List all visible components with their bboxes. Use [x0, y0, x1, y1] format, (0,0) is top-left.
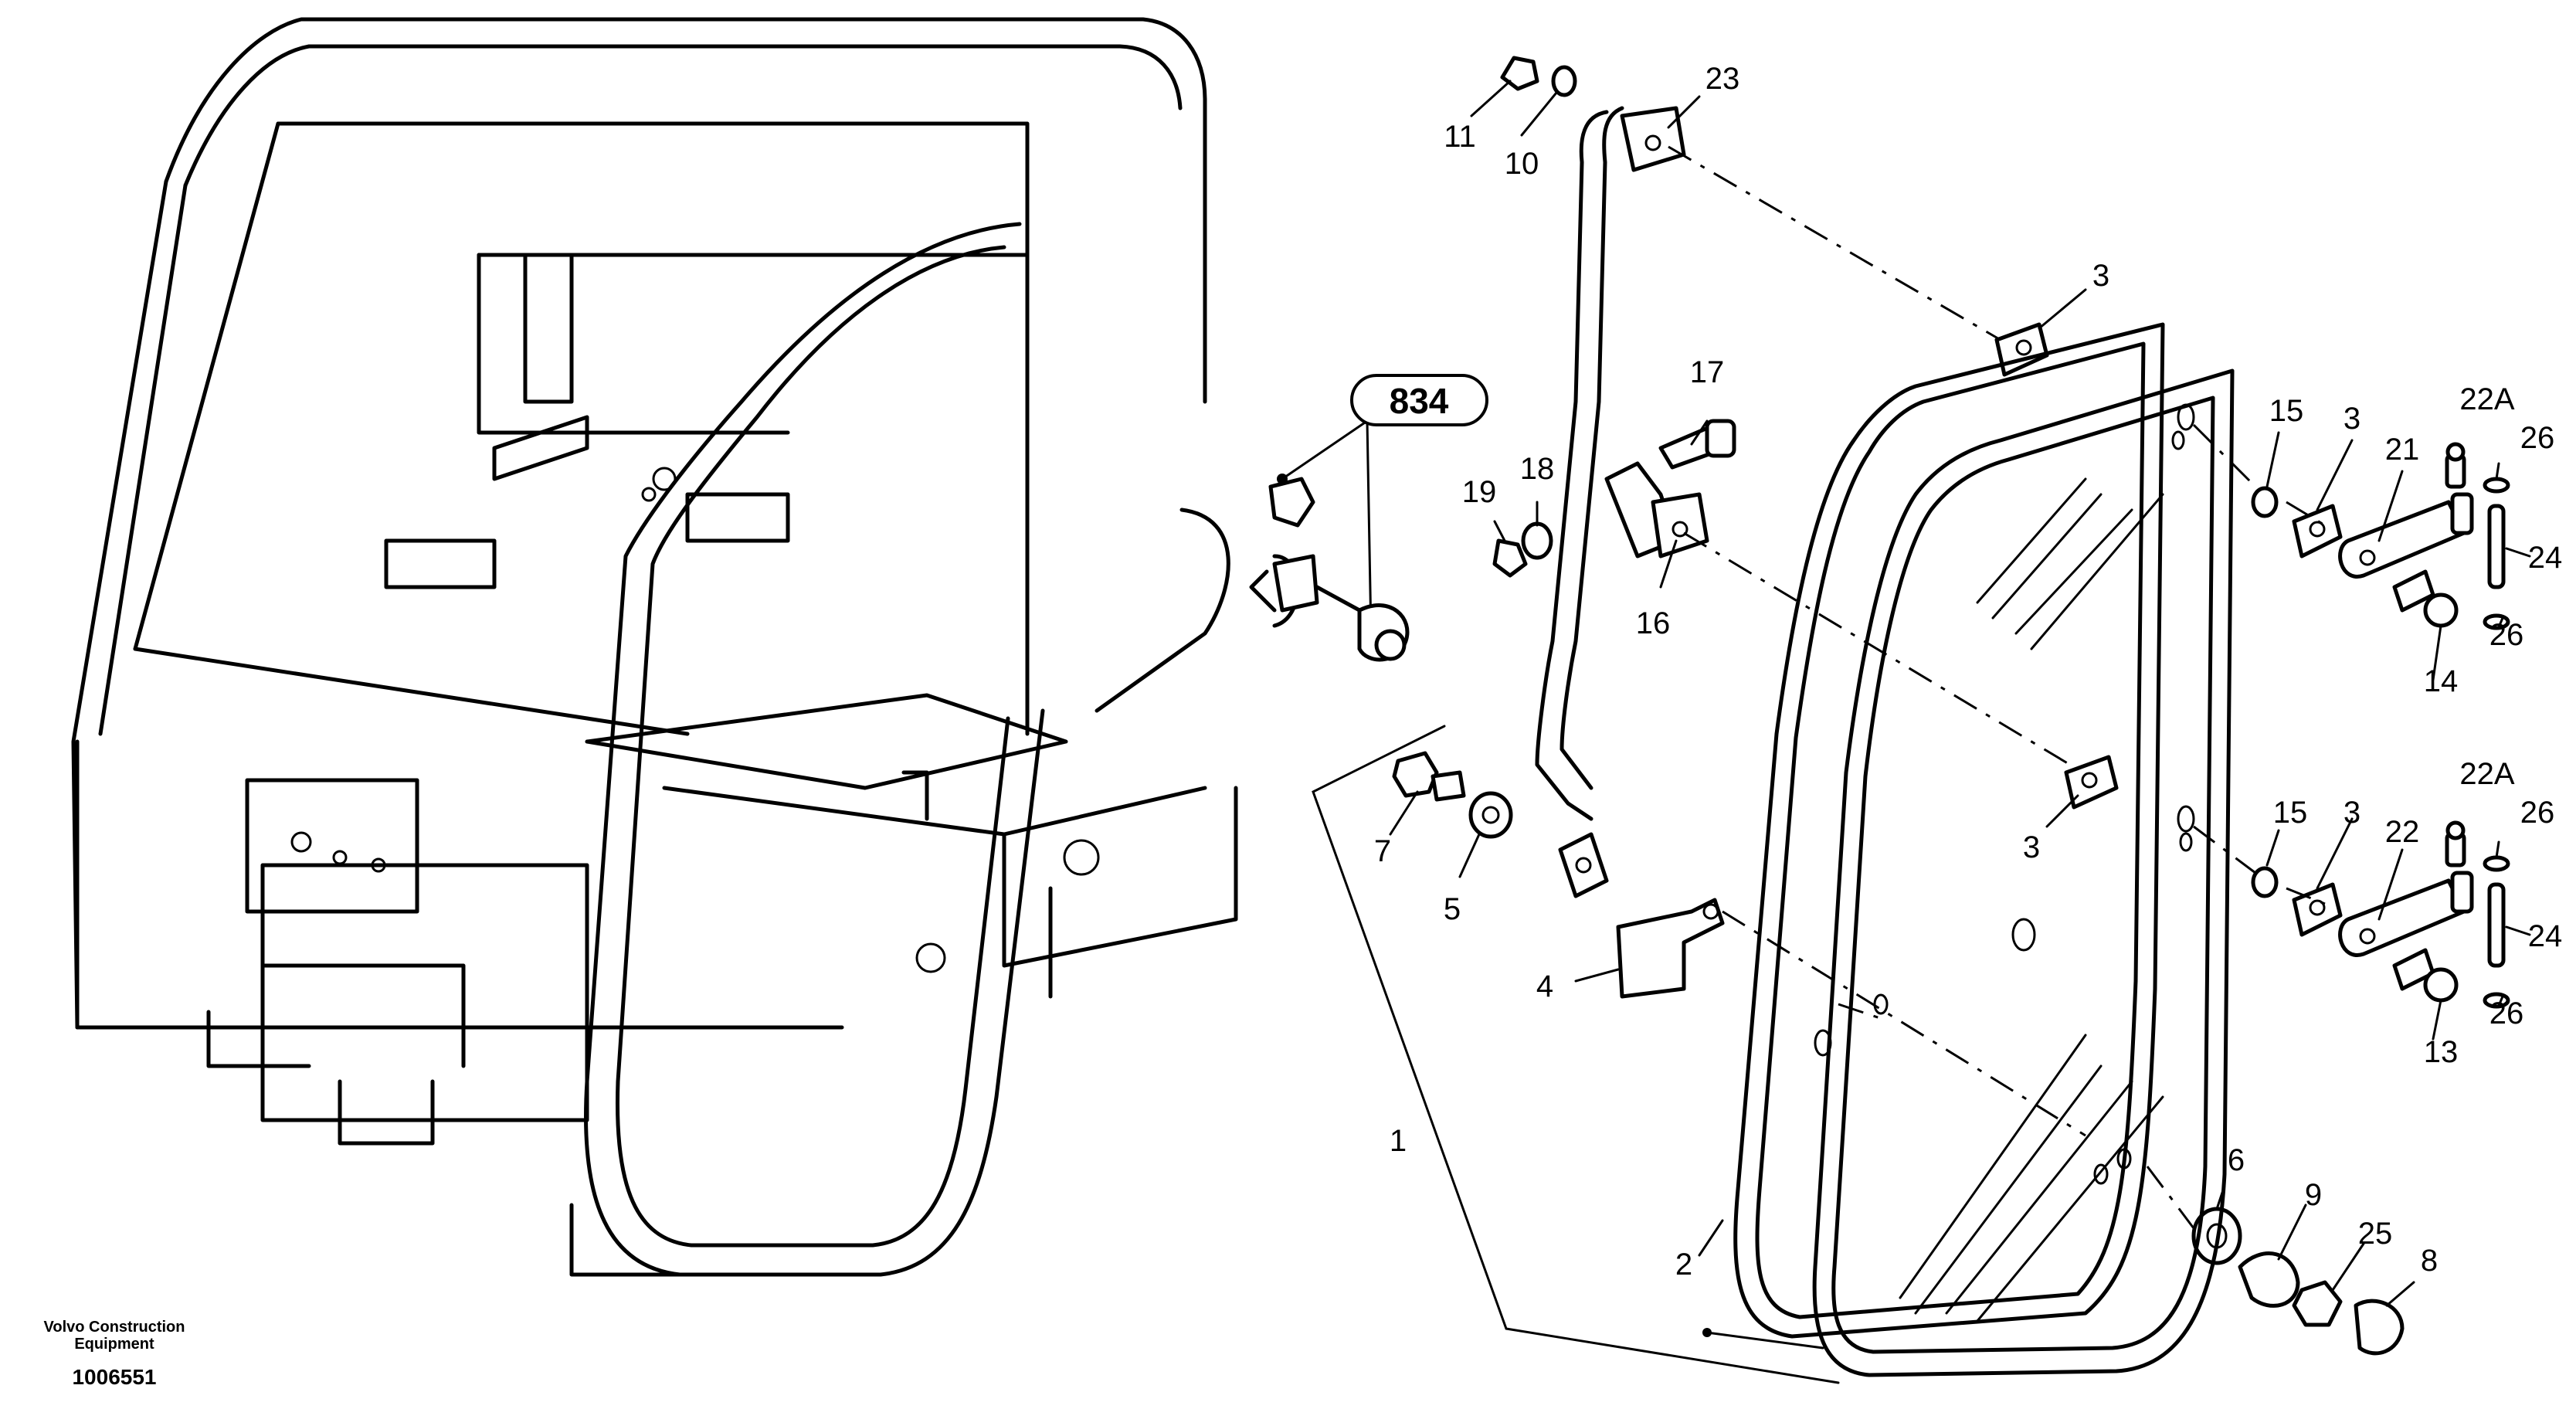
door-panel — [1733, 322, 2235, 1377]
callout-26-bottom-2: 26 — [2489, 996, 2524, 1030]
assembly-axes — [1668, 145, 2326, 1229]
reference-bubble-834[interactable]: 834 — [1350, 374, 1488, 426]
callout-21: 21 — [2385, 433, 2420, 467]
reference-bubble-label: 834 — [1390, 381, 1449, 421]
part-834-assembly — [1268, 419, 1410, 662]
callout-17: 17 — [1690, 355, 1725, 389]
callout-10: 10 — [1505, 147, 1539, 181]
callout-26-top-1: 26 — [2520, 421, 2555, 455]
callout-15-top: 15 — [2269, 394, 2304, 428]
callout-16: 16 — [1636, 606, 1671, 640]
leader-lines — [1389, 80, 2531, 1307]
callout-3-mid: 3 — [2023, 830, 2040, 864]
callout-8: 8 — [2421, 1244, 2438, 1278]
brand-line-2: Equipment — [74, 1336, 154, 1353]
document-number: 1006551 — [72, 1365, 156, 1389]
callout-18: 18 — [1520, 452, 1555, 486]
callout-1: 1 — [1390, 1124, 1407, 1158]
callout-23: 23 — [1705, 62, 1740, 96]
footer: Volvo Construction Equipment 1006551 — [44, 1319, 185, 1389]
callout-22: 22 — [2385, 815, 2420, 849]
callout-14: 14 — [2424, 664, 2459, 698]
callout-24-bottom: 24 — [2528, 919, 2563, 953]
door-hardware — [1392, 56, 2510, 1356]
callout-26-bottom-1: 26 — [2520, 796, 2555, 830]
callout-15-bottom: 15 — [2273, 796, 2308, 830]
callout-24-top: 24 — [2528, 541, 2563, 575]
callout-1-bracket — [1312, 725, 1840, 1384]
callout-13: 13 — [2424, 1035, 2459, 1069]
brand-line-1: Volvo Construction — [44, 1319, 185, 1336]
callout-7: 7 — [1374, 834, 1391, 868]
callout-5: 5 — [1444, 892, 1461, 926]
callout-3-upper-right: 3 — [2344, 402, 2360, 436]
callout-22A-top: 22A — [2459, 382, 2514, 416]
callout-19: 19 — [1462, 475, 1497, 509]
callout-11: 11 — [1444, 120, 1476, 154]
callout-25: 25 — [2358, 1217, 2393, 1251]
callout-3-top: 3 — [2092, 259, 2109, 293]
callout-6: 6 — [2228, 1143, 2245, 1177]
callout-numbers: 11 10 23 3 17 18 19 16 7 5 4 3 1 2 15 3 … — [1374, 62, 2562, 1282]
callout-26-top-2: 26 — [2489, 618, 2524, 652]
callout-4: 4 — [1536, 969, 1553, 1003]
callout-2: 2 — [1675, 1248, 1692, 1282]
callout-9: 9 — [2305, 1178, 2322, 1212]
callout-22A-bottom: 22A — [2459, 757, 2514, 791]
cab-frame — [71, 17, 1300, 1277]
callout-3-lower-right: 3 — [2344, 796, 2360, 830]
